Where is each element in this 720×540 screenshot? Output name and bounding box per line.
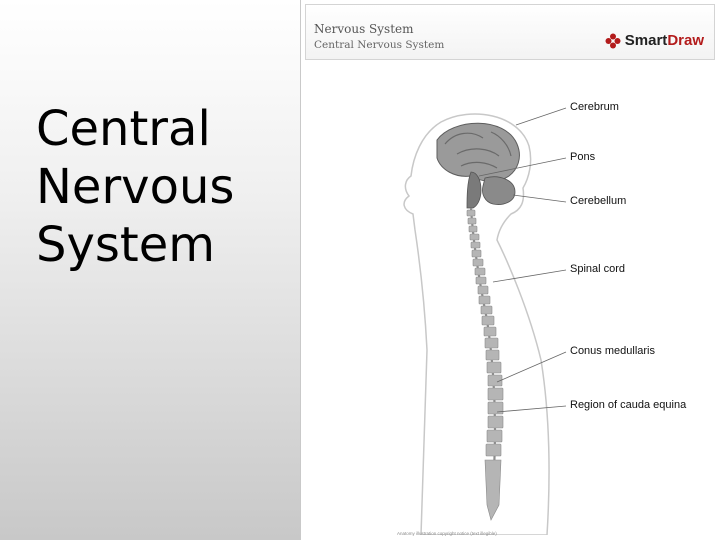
vertebra — [487, 387, 504, 401]
vertebra — [475, 276, 487, 285]
sacrum — [484, 459, 502, 521]
vertebra — [470, 241, 481, 249]
diagram-header: Nervous System Central Nervous System Sm… — [305, 4, 715, 60]
vertebra — [483, 326, 497, 337]
diagram-header-subtitle: Central Nervous System — [314, 39, 445, 51]
copyright-note: Anatomy illustration copyright notice (t… — [397, 531, 497, 536]
body-outline — [403, 113, 550, 535]
vertebra — [485, 443, 502, 457]
vertebra — [467, 217, 477, 225]
vertebra — [472, 258, 484, 267]
vertebra — [481, 315, 495, 326]
diagram-panel: Nervous System Central Nervous System Sm… — [300, 0, 720, 540]
vertebra — [468, 225, 478, 233]
vertebra — [478, 295, 491, 305]
vertebra — [471, 249, 482, 258]
vertebra — [480, 305, 493, 315]
vertebra — [487, 374, 503, 387]
label-spinal-cord: Spinal cord — [570, 263, 626, 275]
smartdraw-logo-icon — [605, 33, 621, 48]
vertebra — [466, 209, 476, 217]
slide-title-line-3: System — [36, 217, 215, 273]
label-cauda-equina: Region of cauda equina — [570, 399, 687, 411]
brain-folds — [444, 131, 512, 169]
slide-title-line-2: Nervous — [36, 159, 235, 215]
slide-title-line-1: Central — [36, 101, 211, 157]
pons-shape — [466, 171, 482, 209]
brand-name-part1: Smart — [624, 32, 668, 49]
vertebral-column — [466, 209, 504, 521]
brand-name-part2: Draw — [667, 32, 704, 49]
vertebra — [469, 233, 480, 241]
label-conus-medullaris: Conus medullaris — [570, 345, 655, 357]
vertebra — [486, 429, 503, 443]
cerebellum-shape — [482, 176, 516, 205]
vertebra — [485, 349, 500, 361]
vertebra — [487, 415, 504, 429]
label-cerebrum: Cerebrum — [570, 101, 619, 113]
label-pons: Pons — [570, 151, 596, 163]
slide-left-panel: Central Nervous System — [0, 0, 300, 540]
slide-title: Central Nervous System — [36, 100, 286, 274]
vertebra — [477, 285, 489, 295]
human-figure-illustration — [403, 113, 550, 535]
cerebrum-shape — [436, 122, 520, 182]
diagram-header-title: Nervous System — [314, 22, 414, 36]
vertebra — [474, 267, 486, 276]
vertebra — [486, 361, 502, 374]
label-cerebellum: Cerebellum — [570, 195, 627, 207]
vertebra — [484, 337, 499, 349]
vertebra — [487, 401, 504, 415]
